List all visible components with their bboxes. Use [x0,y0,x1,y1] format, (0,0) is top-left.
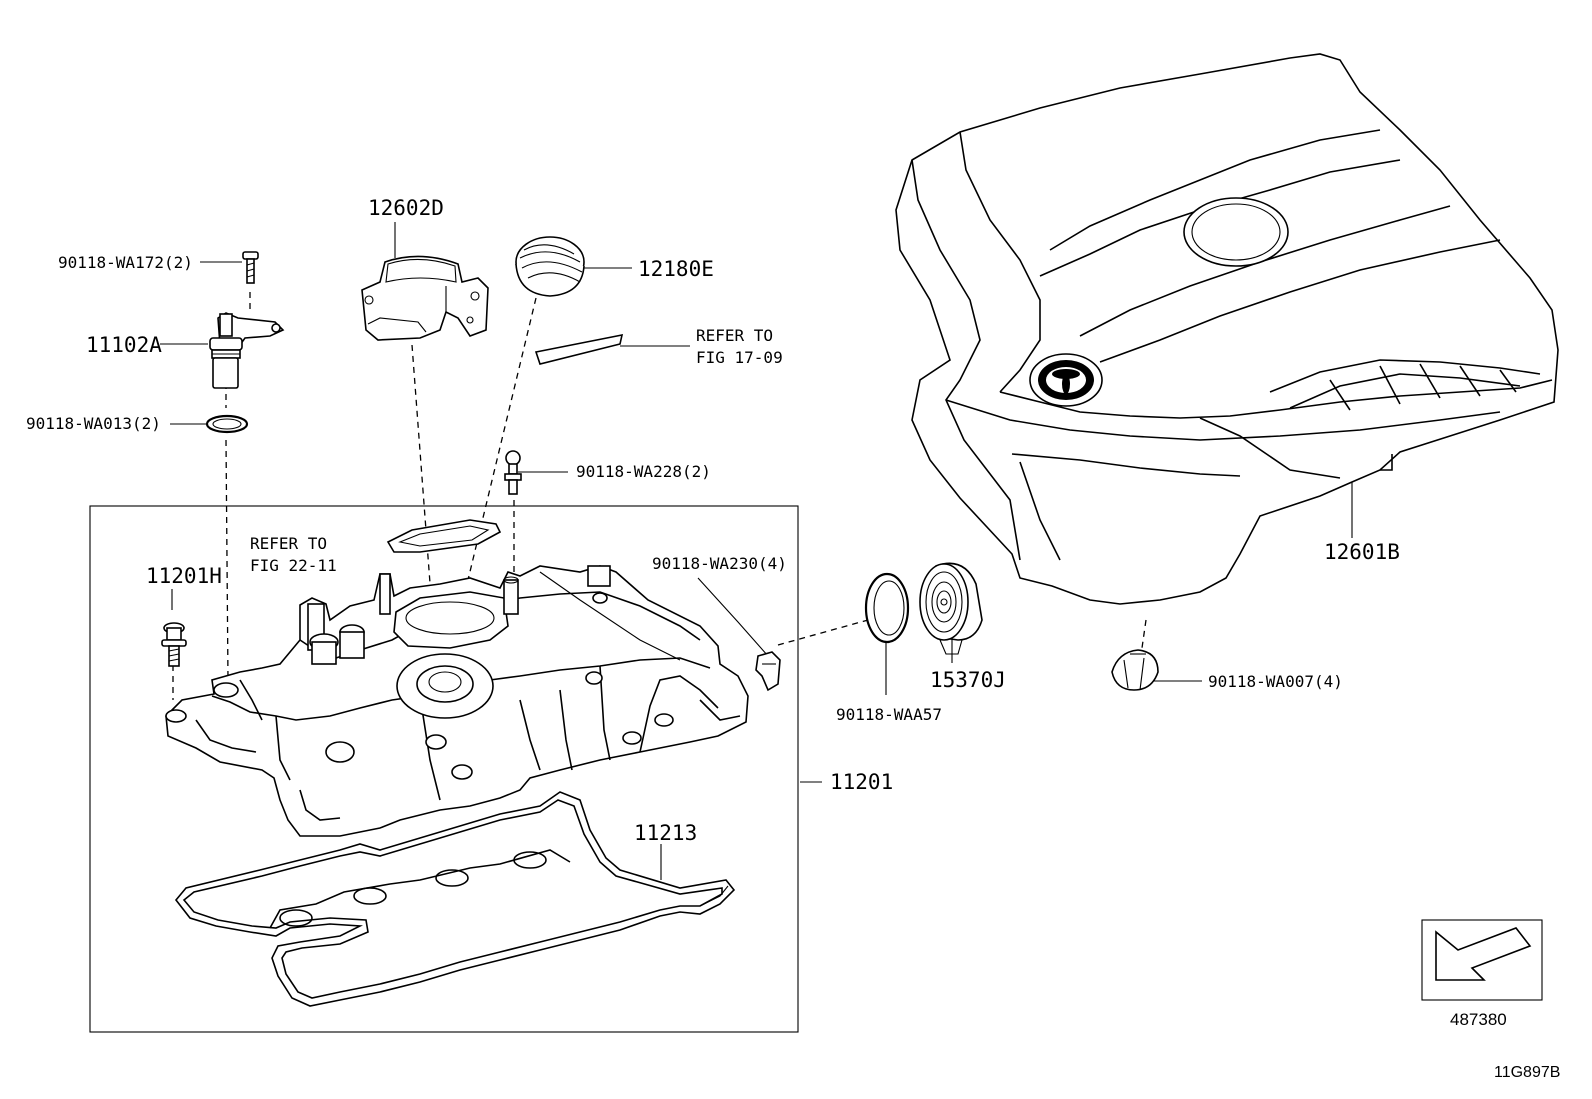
engine-cover-12601b [895,53,1559,605]
label-90118-wa013: 90118-WA013(2) [26,414,161,433]
label-12601b: 12601B [1324,540,1400,564]
label-11213: 11213 [634,821,698,845]
reference-number: 487380 [1450,1010,1507,1029]
label-12180e: 12180E [638,257,714,281]
label-12602d: 12602D [368,196,444,220]
toyota-emblem-icon [1029,353,1103,407]
label-refer-17-09-line2: FIG 17-09 [696,348,783,367]
oil-cap-12180e [515,236,585,297]
gasket-11213 [174,791,736,1007]
label-90118-wa228: 90118-WA228(2) [576,462,711,481]
cover-12602d [361,255,489,341]
bolt-90118-wa172 [242,251,259,284]
label-refer-22-11-line2: FIG 22-11 [250,556,337,575]
label-11201h: 11201H [146,564,222,588]
part-15370j [919,562,983,655]
oring-90118-wa013 [205,414,249,434]
oring-90118-waa57 [864,572,910,644]
gasket-22-11 [386,519,502,553]
sensor-11102a [209,312,285,389]
head-cover-11201 [165,565,749,837]
insulator-pad [534,333,624,365]
label-90118-wa172: 90118-WA172(2) [58,253,193,272]
label-11201: 11201 [830,770,894,794]
clip-90118-wa230 [755,651,781,692]
stud-90118-wa228 [504,450,522,495]
label-refer-22-11-line1: REFER TO [250,534,328,553]
label-11102a: 11102A [86,333,162,357]
bolt-11201h [161,622,187,667]
label-refer-17-09-line1: REFER TO [696,326,774,345]
assembly-box [89,505,799,1033]
grommet-90118-wa007 [1111,649,1159,691]
label-90118-wa007: 90118-WA007(4) [1208,672,1343,691]
label-90118-wa230: 90118-WA230(4) [652,554,787,573]
label-15370j: 15370J [930,668,1006,692]
label-90118-waa57: 90118-WAA57 [836,705,942,724]
arrow-down-left-icon [1421,919,1543,1001]
figure-code: 11G897B [1494,1064,1561,1081]
